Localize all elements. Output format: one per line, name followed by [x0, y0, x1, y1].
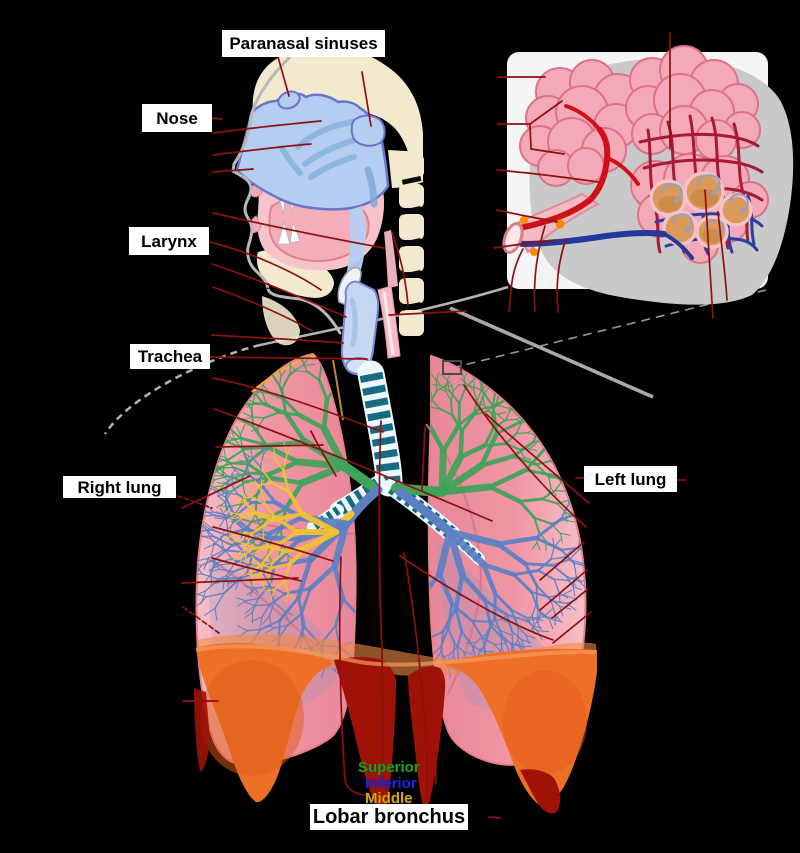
label-nose: Nose [142, 104, 212, 132]
pulmonary-artery [517, 127, 611, 231]
pulmonary-vein [519, 229, 667, 247]
esophagus [384, 230, 398, 288]
magnified-region-box [442, 360, 462, 375]
label-larynx-text: Larynx [141, 231, 197, 251]
larynx-cartilage [340, 280, 379, 376]
label-middle-text: Middle [365, 790, 413, 807]
alveoli-inset [502, 45, 794, 305]
trachea-tube [357, 360, 403, 497]
face-profile-outline [231, 56, 342, 335]
label-superior-text: Superior [358, 759, 420, 776]
label-right-lung-text: Right lung [77, 477, 162, 497]
label-paranasal-sinuses-text: Paranasal sinuses [229, 34, 378, 53]
alveolar-sac-cluster-right [625, 45, 769, 264]
label-inferior-text: Inferior [365, 775, 417, 792]
label-trachea: Trachea [130, 344, 210, 369]
label-middle-lobe: Middle [365, 791, 413, 806]
head-sagittal-section [231, 45, 424, 376]
cut-alveoli [649, 171, 753, 249]
label-lobar-bronchus-text: Lobar bronchus [312, 806, 466, 828]
sphenoid-sinus [350, 114, 386, 147]
label-left-lung-text: Left lung [594, 469, 667, 489]
label-paranasal-sinuses: Paranasal sinuses [222, 30, 385, 57]
label-trachea-text: Trachea [137, 347, 203, 366]
label-left-lung: Left lung [584, 466, 677, 492]
diaphragm [194, 634, 597, 814]
cervical-vertebrae [399, 154, 424, 336]
frontal-sinus [277, 90, 301, 110]
left-superior-bronchial-tree [428, 361, 586, 551]
label-right-lung: Right lung [63, 476, 176, 498]
label-nose-text: Nose [156, 108, 198, 128]
diaphragm-crevice [334, 657, 396, 813]
label-larynx: Larynx [129, 227, 209, 255]
label-lobar-bronchus: Lobar bronchus [310, 804, 468, 830]
label-superior-lobe: Superior [358, 760, 420, 775]
skull-bone [252, 45, 423, 152]
nasal-cavity [235, 90, 390, 211]
label-inferior-lobe: Inferior [365, 776, 417, 791]
left-inferior-bronchial-tree [428, 461, 586, 678]
leader-lines [177, 32, 728, 819]
